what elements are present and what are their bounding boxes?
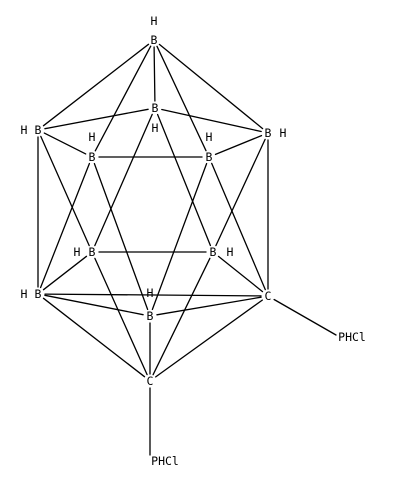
hydrogen-b-upper-mid: H — [152, 121, 159, 135]
hydrogen-b-lower-inner-left: H — [74, 245, 81, 259]
atom-b-upper-mid: B — [152, 101, 159, 115]
substituent-phcl-right: PHCl — [338, 330, 366, 344]
bond-b_top-b_upper_right — [158, 43, 264, 130]
bond-b_top-b_upper_mid — [153, 46, 156, 102]
atom-b-lower-inner-left: B — [89, 245, 96, 259]
atom-b-lower-mid: B — [147, 309, 154, 323]
atom-b-upper-left: B — [35, 123, 42, 137]
hydrogen-b-lower-inner-right: H — [227, 245, 234, 259]
bond-b_top-b_upper_inner_right — [156, 45, 207, 152]
atom-b-upper-inner-right: B — [206, 150, 213, 164]
bond-b_lower_inner_left-c_bottom — [94, 257, 148, 376]
bond-b_lower_inner_right-c_right — [217, 255, 264, 293]
bond-b_lower_inner_left-b_lower_left — [42, 255, 88, 291]
bond-c_right-phcl_right — [273, 298, 337, 336]
hydrogen-b-upper-inner-left: H — [89, 130, 96, 144]
atom-c-right: C — [265, 289, 272, 303]
bond-b_lower_left-c_right — [44, 293, 262, 297]
bond-b_lower_left-b_lower_mid — [44, 294, 144, 316]
bond-b_top-b_upper_left — [42, 43, 150, 127]
atom-b-top: B — [151, 33, 158, 47]
bond-b_upper_inner_left-b_lower_left — [39, 162, 91, 289]
hydrogen-b-lower-mid: H — [147, 286, 154, 300]
hydrogen-b-upper-left: H — [21, 123, 28, 137]
bond-b_lower_mid-c_right — [156, 296, 262, 316]
bond-b_upper_mid-b_lower_inner_left — [94, 113, 153, 247]
substituent-phcl-bottom: PHCl — [151, 454, 179, 468]
hydrogen-b-lower-left: H — [21, 287, 28, 301]
bond-b_upper_left-b_upper_inner_left — [43, 132, 87, 155]
atom-b-lower-inner-right: B — [210, 245, 217, 259]
hydrogen-b-upper-right: H — [280, 126, 287, 140]
bond-b_upper_mid-b_upper_right — [161, 108, 262, 133]
bond-b_upper_mid-b_lower_inner_right — [156, 113, 212, 247]
bond-b_lower_left-c_bottom — [42, 297, 146, 378]
bond-c_right-c_bottom — [155, 299, 263, 378]
bond-b_lower_inner_right-c_bottom — [152, 257, 211, 376]
atom-c-bottom: C — [147, 374, 154, 388]
bond-b_upper_inner_right-b_lower_mid — [151, 162, 208, 311]
atom-b-lower-left: B — [35, 287, 42, 301]
bond-b_upper_inner_left-b_lower_mid — [93, 162, 149, 311]
bond-lines — [37, 43, 337, 456]
atom-b-upper-right: B — [265, 126, 272, 140]
bond-b_upper_inner_right-c_right — [211, 162, 266, 291]
bond-b_upper_right-b_lower_inner_right — [215, 138, 266, 247]
bond-b_upper_left-b_lower_inner_left — [40, 135, 90, 247]
bond-b_upper_right-b_upper_inner_right — [214, 134, 263, 156]
hydrogen-b-upper-inner-right: H — [206, 130, 213, 144]
bond-b_top-b_upper_inner_left — [94, 45, 152, 152]
hydrogen-b-top: H — [151, 14, 158, 28]
atom-b-upper-inner-left: B — [89, 150, 96, 164]
bond-b_upper_mid-b_upper_left — [44, 108, 149, 130]
